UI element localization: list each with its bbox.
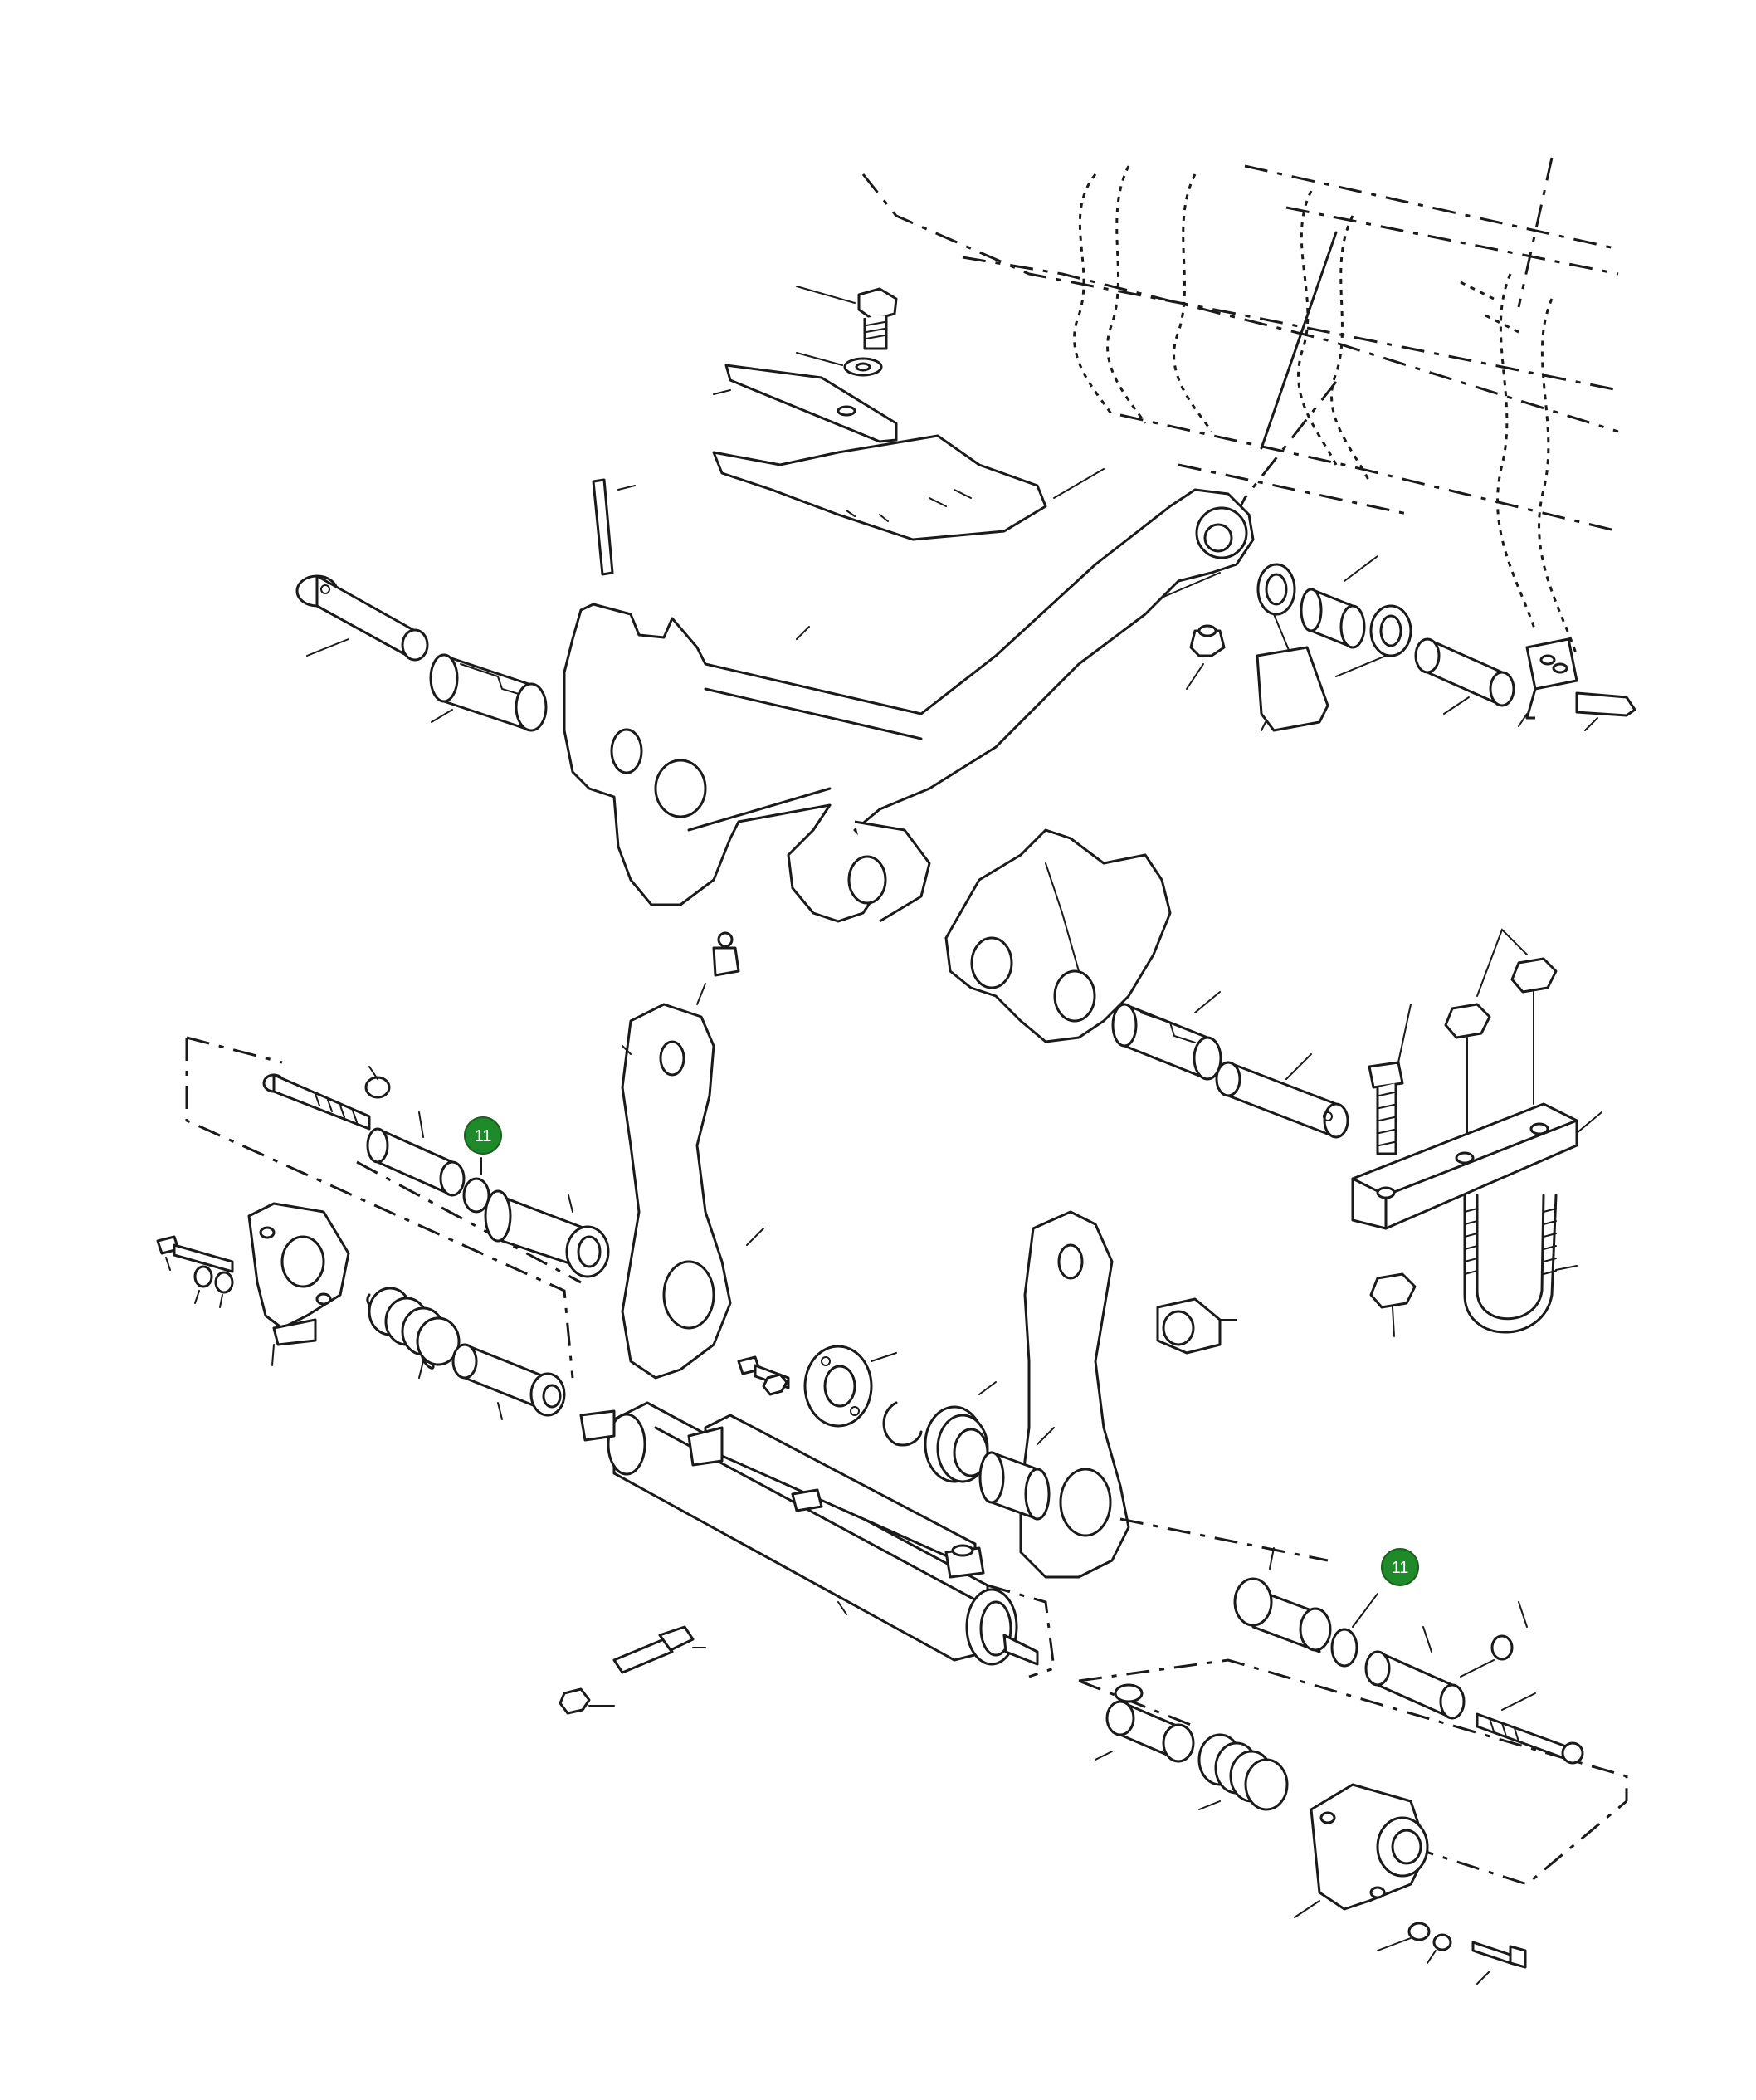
upper-nut-left bbox=[1444, 928, 1528, 1146]
mid-bushing bbox=[1111, 991, 1222, 1081]
right-group-border bbox=[1078, 1517, 1628, 1886]
side-eye-bolt bbox=[612, 1625, 706, 1674]
left-lock-washer bbox=[364, 1066, 391, 1099]
top-bolt bbox=[796, 286, 898, 350]
left-small-bolt bbox=[156, 1235, 234, 1273]
shim-plate bbox=[713, 364, 898, 443]
piston-ring bbox=[978, 1427, 1055, 1521]
upper-right-pin bbox=[1414, 637, 1515, 715]
upper-lift-arm bbox=[563, 488, 1255, 923]
right-flange-bearing bbox=[1294, 1783, 1429, 1918]
upper-left-bushing bbox=[429, 653, 548, 732]
top-washer bbox=[796, 352, 883, 377]
snap-ring bbox=[882, 1401, 923, 1447]
lower-nut-right bbox=[1369, 1272, 1417, 1337]
left-group-border bbox=[185, 1036, 582, 1379]
left-cushion-sleeve bbox=[484, 1189, 610, 1278]
callout-label: 11 bbox=[1392, 1559, 1409, 1577]
upper-right-bushing bbox=[1300, 555, 1378, 649]
spring-pin bbox=[592, 478, 636, 576]
piston-seal bbox=[924, 1381, 997, 1483]
clamp-plate bbox=[1351, 1102, 1602, 1230]
right-small-washer-b bbox=[1427, 1933, 1452, 1964]
clamp-bolt bbox=[1368, 1004, 1412, 1155]
u-bolt bbox=[1463, 1194, 1578, 1334]
left-long-bolt bbox=[262, 1073, 371, 1131]
upper-arm-clevis bbox=[944, 828, 1172, 1043]
piston-plate bbox=[803, 1345, 897, 1428]
left-flange-bearing bbox=[247, 1202, 350, 1366]
callout-marker[interactable] bbox=[464, 1116, 502, 1155]
upper-right-seal bbox=[1335, 604, 1412, 677]
left-small-washer-b bbox=[214, 1271, 234, 1308]
right-small-washer-a bbox=[1377, 1922, 1431, 1951]
left-stop-pin bbox=[451, 1343, 566, 1420]
chassis-frame-outline bbox=[861, 157, 1619, 657]
hydraulic-cylinder bbox=[579, 1401, 1056, 1678]
upper-bracket bbox=[1256, 646, 1329, 732]
right-long-bolt bbox=[1476, 1692, 1584, 1765]
wear-plate bbox=[712, 434, 1105, 541]
callout-11-right[interactable]: 11 bbox=[1381, 1548, 1419, 1586]
split-collar bbox=[1156, 1297, 1237, 1355]
upper-left-pin bbox=[295, 574, 429, 662]
retainer-plate bbox=[1518, 637, 1578, 727]
left-spacer bbox=[366, 1111, 466, 1197]
retainer-bolt bbox=[1575, 691, 1636, 731]
callout-11-left[interactable]: 11 bbox=[464, 1116, 502, 1155]
mid-pin bbox=[1215, 1053, 1349, 1139]
rod-eye-nut bbox=[762, 1373, 788, 1396]
right-stop-pin bbox=[1233, 1547, 1332, 1653]
right-small-bolt bbox=[1471, 1941, 1527, 1985]
right-o-ring bbox=[1330, 1593, 1378, 1668]
right-lock-washer bbox=[1460, 1601, 1528, 1678]
callout-label: 11 bbox=[475, 1127, 492, 1145]
link-plate-right bbox=[1019, 1210, 1130, 1579]
right-stop-pin-lower bbox=[1095, 1683, 1195, 1763]
side-nut bbox=[559, 1687, 615, 1715]
upper-right-washer bbox=[1256, 563, 1296, 665]
link-plate-left bbox=[621, 1003, 764, 1380]
grease-fitting-mid bbox=[696, 931, 740, 1005]
upper-nut-right bbox=[1510, 957, 1558, 1105]
left-small-washer-a bbox=[193, 1265, 213, 1304]
right-spring bbox=[1197, 1733, 1289, 1811]
right-spacer bbox=[1364, 1626, 1466, 1720]
left-o-ring bbox=[462, 1157, 490, 1214]
left-spring bbox=[366, 1287, 461, 1379]
callout-marker[interactable] bbox=[1381, 1548, 1419, 1586]
grease-fitting-upper bbox=[1186, 624, 1226, 690]
